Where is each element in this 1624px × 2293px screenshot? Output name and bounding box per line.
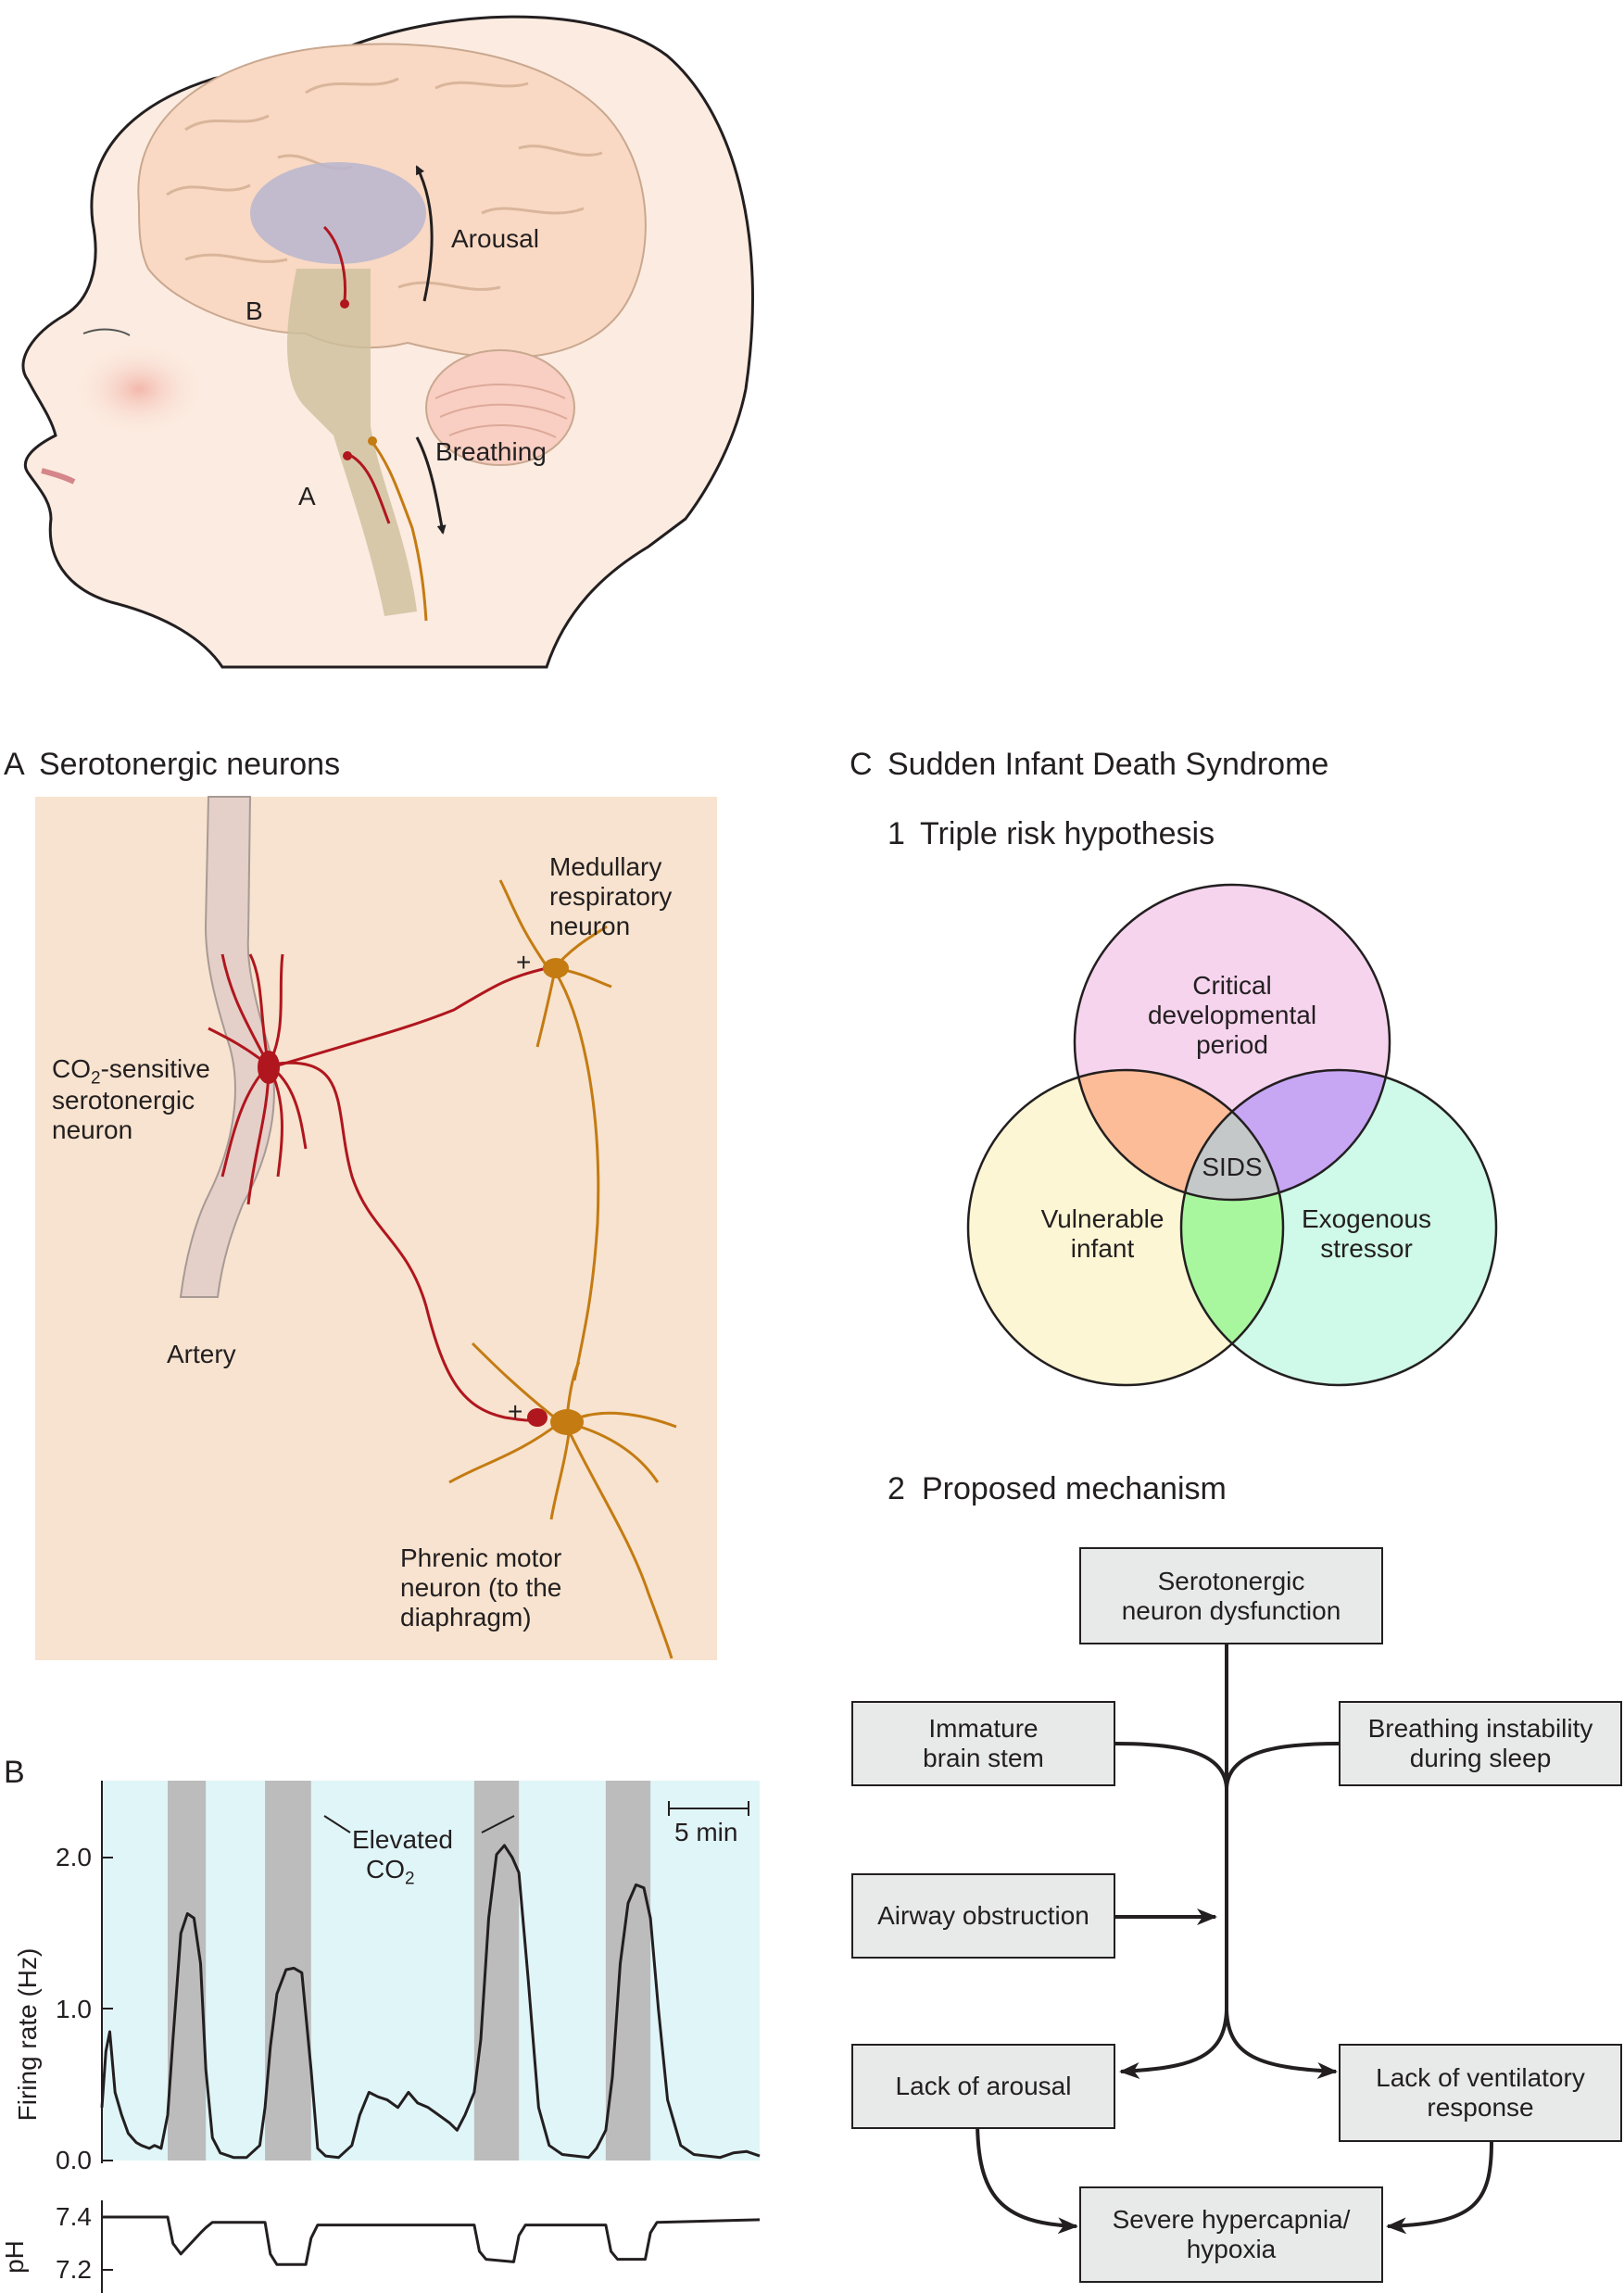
venn-top-label-1: Critical [1192, 971, 1272, 1000]
box-severe-line2: hypoxia [1186, 2235, 1277, 2263]
scale-bar-label: 5 min [674, 1818, 738, 1846]
medullary-neuron-body [543, 958, 569, 978]
venn-right-label-1: Exogenous [1301, 1204, 1432, 1233]
box-ventilatory-line1: Lack of ventilatory [1376, 2063, 1585, 2092]
box-airway-text: Airway obstruction [877, 1901, 1089, 1930]
box-severe-hypercapnia: Severe hypercapnia/ hypoxia [1079, 2186, 1383, 2283]
serotonergic-cell-body [258, 1051, 280, 1084]
ph-trace [102, 2215, 761, 2266]
phrenic-neuron-body [550, 1409, 584, 1435]
box-ventilatory-line2: response [1427, 2093, 1534, 2122]
elevated-co2-label-1: Elevated [352, 1825, 453, 1854]
box-immature-line2: brain stem [923, 1744, 1044, 1772]
arousal-region [250, 162, 426, 264]
co2-band-3 [473, 1781, 520, 2161]
venn-top-label-2: developmental [1147, 1001, 1317, 1029]
box-breathing-line1: Breathing instability [1367, 1714, 1593, 1743]
neuron-label: neuron [52, 1115, 133, 1144]
plus-lower: + [508, 1397, 523, 1426]
phrenic-label-2: neuron (to the [400, 1573, 562, 1602]
phrenic-label-1: Phrenic motor [400, 1543, 562, 1572]
brainstem [287, 269, 417, 616]
box-arousal-text: Lack of arousal [895, 2072, 1072, 2100]
medullary-label-1: Medullary [549, 852, 662, 881]
elevated-co2-label-2: CO2 [366, 1855, 415, 1889]
box-serotonergic-line2: neuron dysfunction [1121, 1595, 1341, 1625]
subsection-2-number: 2 [888, 1471, 905, 1506]
y-tick-1: 1.0 [56, 1995, 92, 2023]
box-lack-of-arousal: Lack of arousal [851, 2044, 1115, 2129]
venn-center-label: SIDS [1202, 1153, 1263, 1181]
artery [179, 796, 275, 1298]
panel-a-letter: A [4, 747, 25, 782]
co2-sensitive-label: CO2-sensitive [52, 1054, 210, 1089]
panel-a-background [35, 797, 717, 1660]
box-breathing-instability: Breathing instability during sleep [1339, 1701, 1622, 1786]
panel-b-letter: B [4, 1755, 25, 1790]
medullary-label-2: respiratory [549, 882, 673, 911]
breathing-label: Breathing [435, 437, 547, 466]
box-breathing-line2: during sleep [1409, 1744, 1552, 1772]
firing-rate-trace [100, 1844, 761, 2160]
brain-gyri [166, 77, 603, 291]
subsection-2-title: Proposed mechanism [922, 1471, 1227, 1506]
subsection-1-title: Triple risk hypothesis [920, 816, 1215, 851]
venn-overlap-center [1181, 1070, 1283, 1200]
co2-band-1 [168, 1781, 207, 2161]
phrenic-neuron-processes [448, 1342, 677, 1659]
venn-right-label-2: stressor [1320, 1234, 1413, 1263]
cheek-blush [74, 343, 204, 435]
artery-label: Artery [167, 1340, 236, 1368]
arousal-label: Arousal [451, 224, 539, 253]
marker-a: A [298, 482, 316, 510]
panel-a-title: Serotonergic neurons [39, 747, 341, 782]
ph-tick-74: 7.4 [56, 2202, 92, 2231]
y-tick-0: 0.0 [56, 2146, 92, 2174]
panel-c-letter: C [850, 747, 873, 782]
cerebellum [425, 349, 575, 466]
venn-left-label-1: Vulnerable [1040, 1204, 1164, 1233]
phrenic-label-3: diaphragm) [400, 1603, 532, 1632]
co2-band-4 [605, 1781, 651, 2161]
box-airway-obstruction: Airway obstruction [851, 1873, 1115, 1959]
box-severe-line1: Severe hypercapnia/ [1112, 2205, 1351, 2234]
box-serotonergic-dysfunction: Serotonergic neuron dysfunction [1079, 1547, 1383, 1644]
marker-b: B [245, 296, 263, 325]
box-lack-of-ventilatory-response: Lack of ventilatory response [1339, 2044, 1622, 2142]
box-immature-brain-stem: Immature brain stem [851, 1701, 1115, 1786]
breathing-arrow [415, 436, 447, 535]
box-serotonergic-line1: Serotonergic [1157, 1566, 1305, 1595]
plus-upper: + [516, 948, 532, 976]
medullary-label-3: neuron [549, 912, 631, 940]
y-tick-2: 2.0 [56, 1843, 92, 1871]
venn-top-label-3: period [1196, 1030, 1268, 1059]
subsection-1-number: 1 [888, 816, 905, 851]
ph-tick-72: 7.2 [56, 2255, 92, 2284]
box-immature-line1: Immature [928, 1714, 1039, 1743]
serotonergic-label: serotonergic [52, 1086, 195, 1115]
arousal-arrow [415, 165, 434, 302]
panel-c-title: Sudden Infant Death Syndrome [888, 747, 1329, 782]
venn-left-label-2: infant [1070, 1234, 1135, 1263]
